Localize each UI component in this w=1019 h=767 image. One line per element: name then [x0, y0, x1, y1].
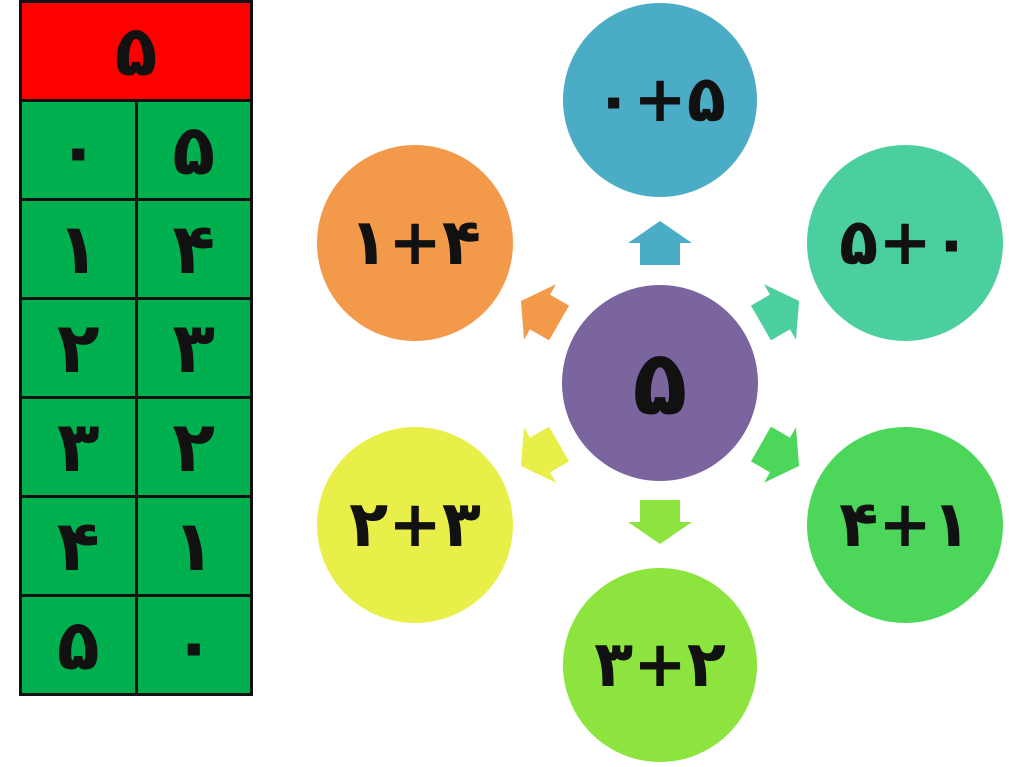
arrow-upright-icon	[750, 284, 800, 341]
table-cell: ۴	[134, 198, 253, 300]
node-circle-top-left: ۱+۴	[317, 145, 513, 341]
table-cell: ۱	[134, 495, 253, 597]
node-circle-top: ۰+۵	[563, 3, 757, 197]
node-circle-bottom-left: ۲+۳	[317, 427, 513, 623]
arrow-downright-icon	[750, 426, 800, 483]
table-cell: ۳	[134, 297, 253, 399]
table-cell: ۵	[19, 594, 138, 696]
arrow-up-icon	[628, 221, 692, 265]
table-cell: ۴	[19, 495, 138, 597]
node-circle-bottom-right: ۴+۱	[807, 427, 1003, 623]
table-cell: ۵	[134, 99, 253, 201]
node-circle-top-right: ۵+۰	[807, 145, 1003, 341]
node-circle-bottom: ۳+۲	[563, 568, 757, 762]
table-cell: ۲	[19, 297, 138, 399]
arrow-downleft-icon	[520, 426, 570, 483]
table-cell: ۳	[19, 396, 138, 498]
table-header: ۵	[19, 0, 253, 102]
center-circle: ۵	[562, 285, 758, 481]
arrow-down-icon	[628, 500, 692, 544]
table-cell: ۰	[134, 594, 253, 696]
table-cell: ۲	[134, 396, 253, 498]
arrow-upleft-icon	[520, 284, 570, 341]
table-cell: ۱	[19, 198, 138, 300]
table-cell: ۰	[19, 99, 138, 201]
